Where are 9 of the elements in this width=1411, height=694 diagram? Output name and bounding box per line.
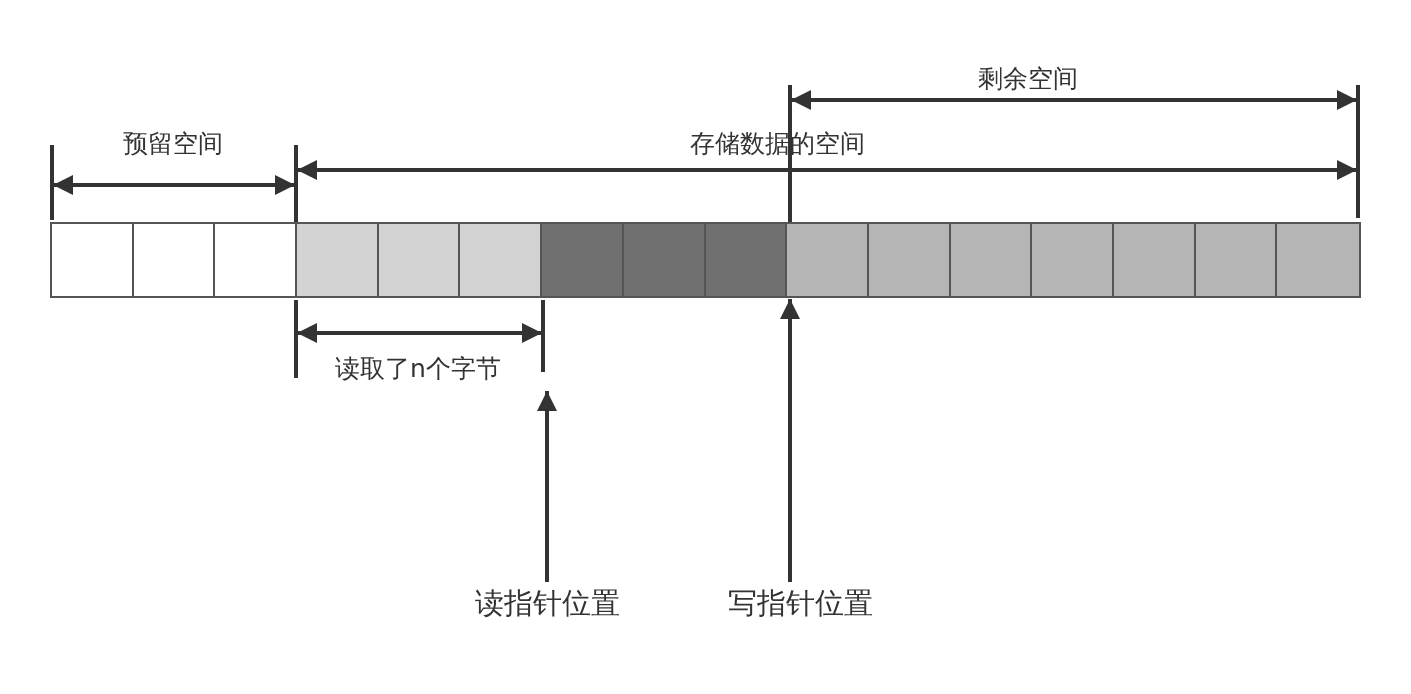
dimension-label: 存储数据的空间 — [689, 128, 865, 160]
buffer-bar — [50, 222, 1361, 298]
pointer-label: 读指针位置 — [470, 582, 624, 626]
dimension-label: 预留空间 — [123, 128, 223, 160]
dimension-label: 剩余空间 — [978, 63, 1078, 95]
arrow — [780, 299, 800, 582]
arrow — [537, 391, 557, 582]
dimension-label: 读取了n个字节 — [335, 353, 501, 385]
pointer-label: 写指针位置 — [723, 582, 877, 626]
